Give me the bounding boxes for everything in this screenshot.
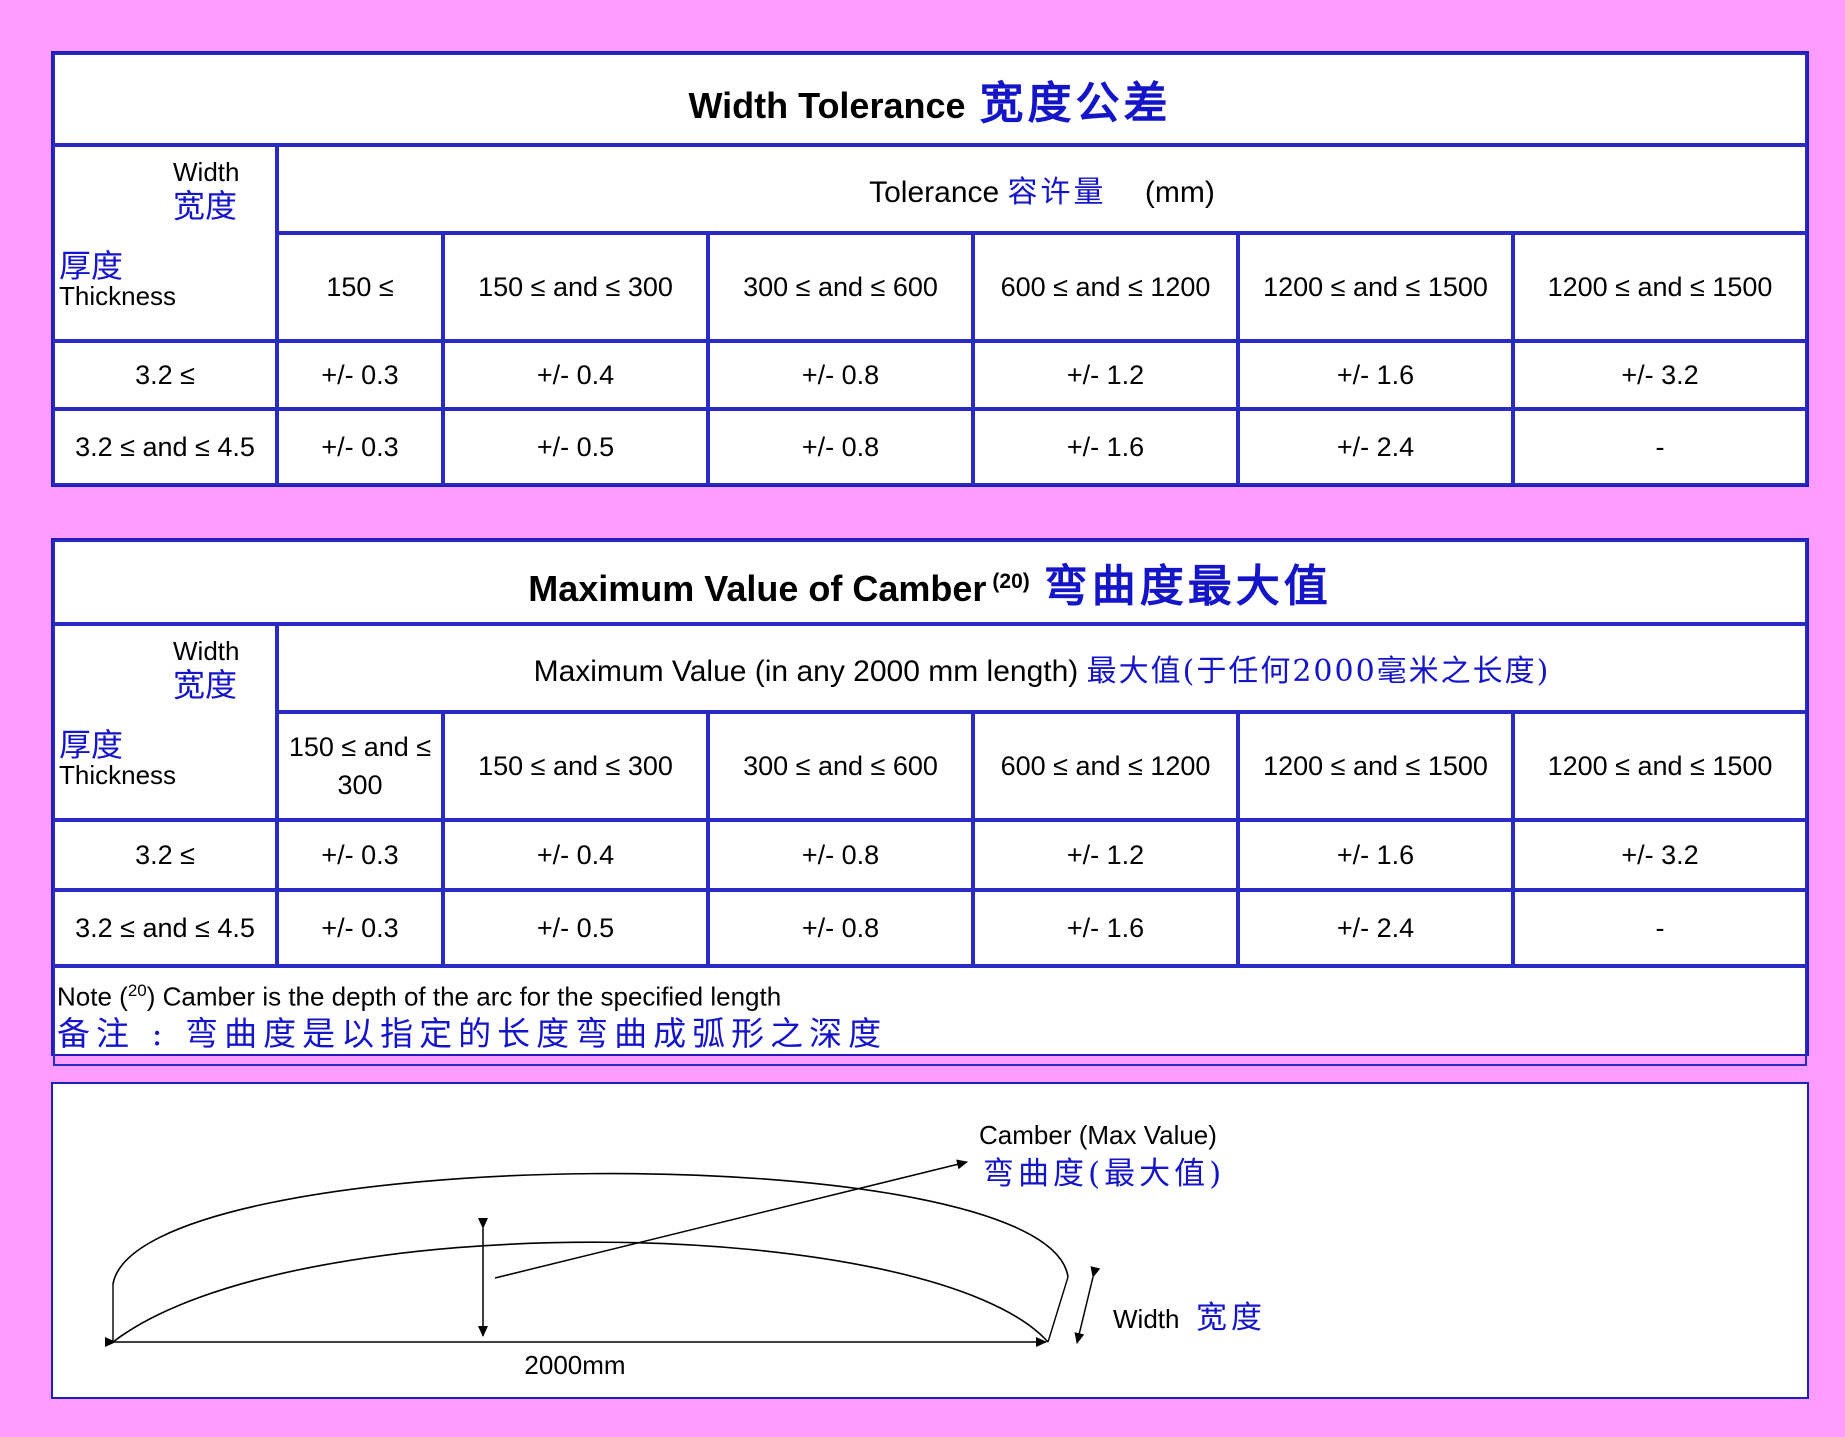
width-tolerance-table: Width Tolerance 宽度公差 Width 宽度 厚度 Thicknes… (53, 53, 1807, 485)
width-tolerance-title: Width Tolerance 宽度公差 (53, 53, 1807, 145)
note-en: Note (20) Camber is the depth of the arc… (57, 976, 1803, 1012)
table-row: 3.2 ≤ and ≤ 4.5 +/- 0.3 +/- 0.5 +/- 0.8 … (53, 409, 1807, 485)
tolerance-unit: (mm) (1144, 176, 1215, 209)
max-value-en: Maximum Value (in any 2000 mm length) (533, 655, 1079, 688)
column-header: 600 ≤ and ≤ 1200 (973, 233, 1238, 341)
value-cell: +/- 1.2 (973, 820, 1238, 890)
corner-thickness-cn: 厚度 (59, 726, 124, 764)
title-cn: 弯曲度最大值 (1043, 561, 1332, 612)
plate-right-edge (1047, 1276, 1069, 1343)
corner-width-label: Width 宽度 (173, 155, 239, 223)
camber-diagram: 2000mm Camber (Max Value) 弯曲度(最大值) Width… (105, 1120, 1266, 1380)
value-cell: +/- 0.4 (443, 341, 708, 409)
tolerance-en: Tolerance (869, 176, 1000, 209)
camber-label-cn: 弯曲度(最大值) (983, 1156, 1225, 1192)
column-header: 1200 ≤ and ≤ 1500 (1238, 233, 1513, 341)
value-cell: +/- 3.2 (1513, 341, 1807, 409)
corner-thickness-en: Thickness (59, 281, 177, 311)
column-header: 150 ≤ and ≤ 300 (443, 233, 708, 341)
plate-inner-arc (112, 1241, 1049, 1343)
value-cell: +/- 1.6 (1238, 820, 1513, 890)
value-cell: +/- 0.8 (708, 820, 973, 890)
thickness-cell: 3.2 ≤ and ≤ 4.5 (53, 890, 277, 966)
title-en: Maximum Value of Camber (528, 568, 987, 609)
table-row: 3.2 ≤ +/- 0.3 +/- 0.4 +/- 0.8 +/- 1.2 +/… (53, 341, 1807, 409)
camber-panel: Maximum Value of Camber(20) 弯曲度最大值 Width … (51, 538, 1809, 1066)
value-cell: - (1513, 409, 1807, 485)
value-cell: +/- 2.4 (1238, 890, 1513, 966)
value-cell: +/- 1.6 (973, 409, 1238, 485)
note-text: ) Camber is the depth of the arc for the… (146, 981, 782, 1012)
value-cell: +/- 1.2 (973, 341, 1238, 409)
camber-note: Note (20) Camber is the depth of the arc… (53, 966, 1807, 1066)
thickness-cell: 3.2 ≤ (53, 820, 277, 890)
corner-header: Width 宽度 厚度 Thickness (53, 624, 277, 820)
value-cell: +/- 0.5 (443, 890, 708, 966)
corner-header: Width 宽度 厚度 Thickness (53, 145, 277, 341)
camber-pointer-arrow (494, 1159, 968, 1279)
camber-title: Maximum Value of Camber(20) 弯曲度最大值 (53, 540, 1807, 624)
column-header: 1200 ≤ and ≤ 1500 (1513, 712, 1807, 820)
tolerance-header: Tolerance 容许量 (mm) (277, 145, 1807, 233)
column-header: 1200 ≤ and ≤ 1500 (1513, 233, 1807, 341)
width-tolerance-panel: Width Tolerance 宽度公差 Width 宽度 厚度 Thicknes… (51, 51, 1809, 487)
column-header: 1200 ≤ and ≤ 1500 (1238, 712, 1513, 820)
value-cell: +/- 0.8 (708, 341, 973, 409)
corner-width-en: Width (173, 157, 240, 187)
title-en: Width Tolerance (688, 85, 966, 126)
table-row: 3.2 ≤ and ≤ 4.5 +/- 0.3 +/- 0.5 +/- 0.8 … (53, 890, 1807, 966)
value-cell: +/- 0.8 (708, 409, 973, 485)
column-header: 300 ≤ and ≤ 600 (708, 233, 973, 341)
note-footnote: 20 (127, 981, 147, 1000)
camber-table: Maximum Value of Camber(20) 弯曲度最大值 Width … (53, 540, 1807, 1066)
column-header: 150 ≤ and ≤ 300 (443, 712, 708, 820)
value-cell: +/- 0.3 (277, 890, 443, 966)
corner-thickness-en: Thickness (59, 760, 177, 790)
width-label-en: Width (1113, 1304, 1179, 1334)
value-cell: +/- 0.3 (277, 341, 443, 409)
max-value-cn: 最大值(于任何2000毫米之长度) (1086, 654, 1551, 689)
plate-outer-arc (112, 1172, 1069, 1285)
corner-width-cn: 宽度 (173, 666, 238, 704)
length-label: 2000mm (524, 1350, 625, 1380)
value-cell: +/- 0.5 (443, 409, 708, 485)
value-cell: +/- 2.4 (1238, 409, 1513, 485)
value-cell: +/- 1.6 (1238, 341, 1513, 409)
width-dimension-arrow (1074, 1266, 1101, 1344)
value-cell: +/- 0.8 (708, 890, 973, 966)
thickness-cell: 3.2 ≤ and ≤ 4.5 (53, 409, 277, 485)
corner-thickness-label: 厚度 Thickness (59, 726, 177, 790)
corner-thickness-label: 厚度 Thickness (59, 247, 177, 311)
corner-width-label: Width 宽度 (173, 634, 239, 702)
tolerance-cn: 容许量 (1007, 175, 1107, 210)
table-row: 3.2 ≤ +/- 0.3 +/- 0.4 +/- 0.8 +/- 1.2 +/… (53, 820, 1807, 890)
value-cell: +/- 0.3 (277, 820, 443, 890)
corner-width-en: Width (173, 636, 240, 666)
camber-label-en: Camber (Max Value) (979, 1120, 1217, 1150)
value-cell: - (1513, 890, 1807, 966)
note-prefix: Note ( (57, 981, 128, 1012)
corner-thickness-cn: 厚度 (59, 247, 124, 285)
note-cn: 备注 : 弯曲度是以指定的长度弯曲成弧形之深度 (57, 1013, 888, 1053)
title-footnote: (20) (992, 570, 1030, 593)
camber-diagram-panel: 2000mm Camber (Max Value) 弯曲度(最大值) Width… (51, 1082, 1809, 1399)
title-cn: 宽度公差 (979, 78, 1172, 129)
column-header: 150 ≤ (277, 233, 443, 341)
column-header: 150 ≤ and ≤ 300 (277, 712, 443, 820)
max-value-header: Maximum Value (in any 2000 mm length) 最大… (277, 624, 1807, 712)
column-header: 600 ≤ and ≤ 1200 (973, 712, 1238, 820)
value-cell: +/- 0.4 (443, 820, 708, 890)
thickness-cell: 3.2 ≤ (53, 341, 277, 409)
corner-width-cn: 宽度 (173, 187, 238, 225)
width-label-cn: 宽度 (1196, 1300, 1266, 1336)
value-cell: +/- 0.3 (277, 409, 443, 485)
column-header: 300 ≤ and ≤ 600 (708, 712, 973, 820)
value-cell: +/- 1.6 (973, 890, 1238, 966)
value-cell: +/- 3.2 (1513, 820, 1807, 890)
